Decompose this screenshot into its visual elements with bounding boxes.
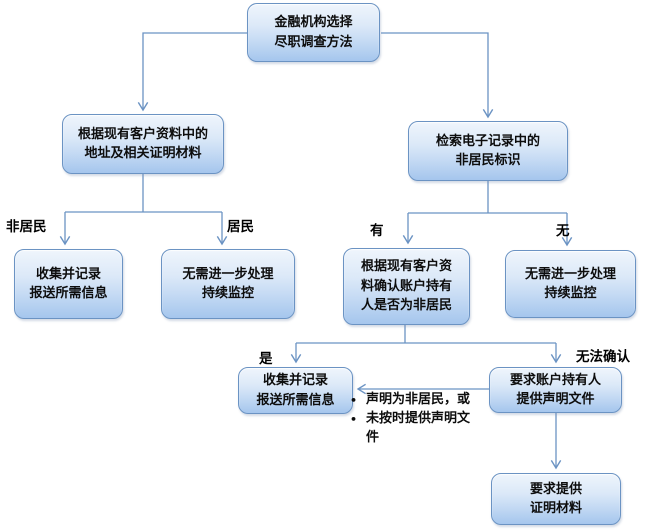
edge-label-has-indicia: 有 xyxy=(370,223,384,239)
edge-label-no-indicia: 无 xyxy=(556,223,570,239)
bullet-icon: • xyxy=(350,413,358,426)
node-request-declaration: 要求账户持有人 提供声明文件 xyxy=(489,367,622,413)
node-right-no-action: 无需进一步处理 持续监控 xyxy=(505,250,636,318)
edge-label-yes: 是 xyxy=(259,351,273,367)
bullet-text: 未按时提供声明文件 xyxy=(366,411,471,445)
bullet-text: 声明为非居民，或 xyxy=(366,392,471,407)
declaration-conditions-note: • 声明为非居民，或 • 未按时提供声明文件 xyxy=(350,391,492,448)
node-left-no-action: 无需进一步处理 持续监控 xyxy=(161,249,295,319)
edge-label-cannot-confirm: 无法确认 xyxy=(576,349,630,365)
edge-label-resident: 居民 xyxy=(227,219,254,235)
bullet-item: • 未按时提供声明文件 xyxy=(350,410,492,448)
edge-label-non-resident: 非居民 xyxy=(6,219,47,235)
node-left-collect: 收集并记录 报送所需信息 xyxy=(14,249,123,319)
node-root: 金融机构选择 尽职调查方法 xyxy=(247,3,380,62)
node-bottom-collect: 收集并记录 报送所需信息 xyxy=(238,367,353,414)
node-right-method: 检索电子记录中的 非居民标识 xyxy=(408,121,568,181)
node-request-proof: 要求提供 证明材料 xyxy=(491,473,621,525)
node-left-method: 根据现有客户资料中的 地址及相关证明材料 xyxy=(62,114,224,174)
node-right-confirm: 根据现有客户资 料确认账户持有 人是否为非居民 xyxy=(343,248,470,325)
bullet-item: • 声明为非居民，或 xyxy=(350,391,492,410)
bullet-icon: • xyxy=(350,394,358,407)
